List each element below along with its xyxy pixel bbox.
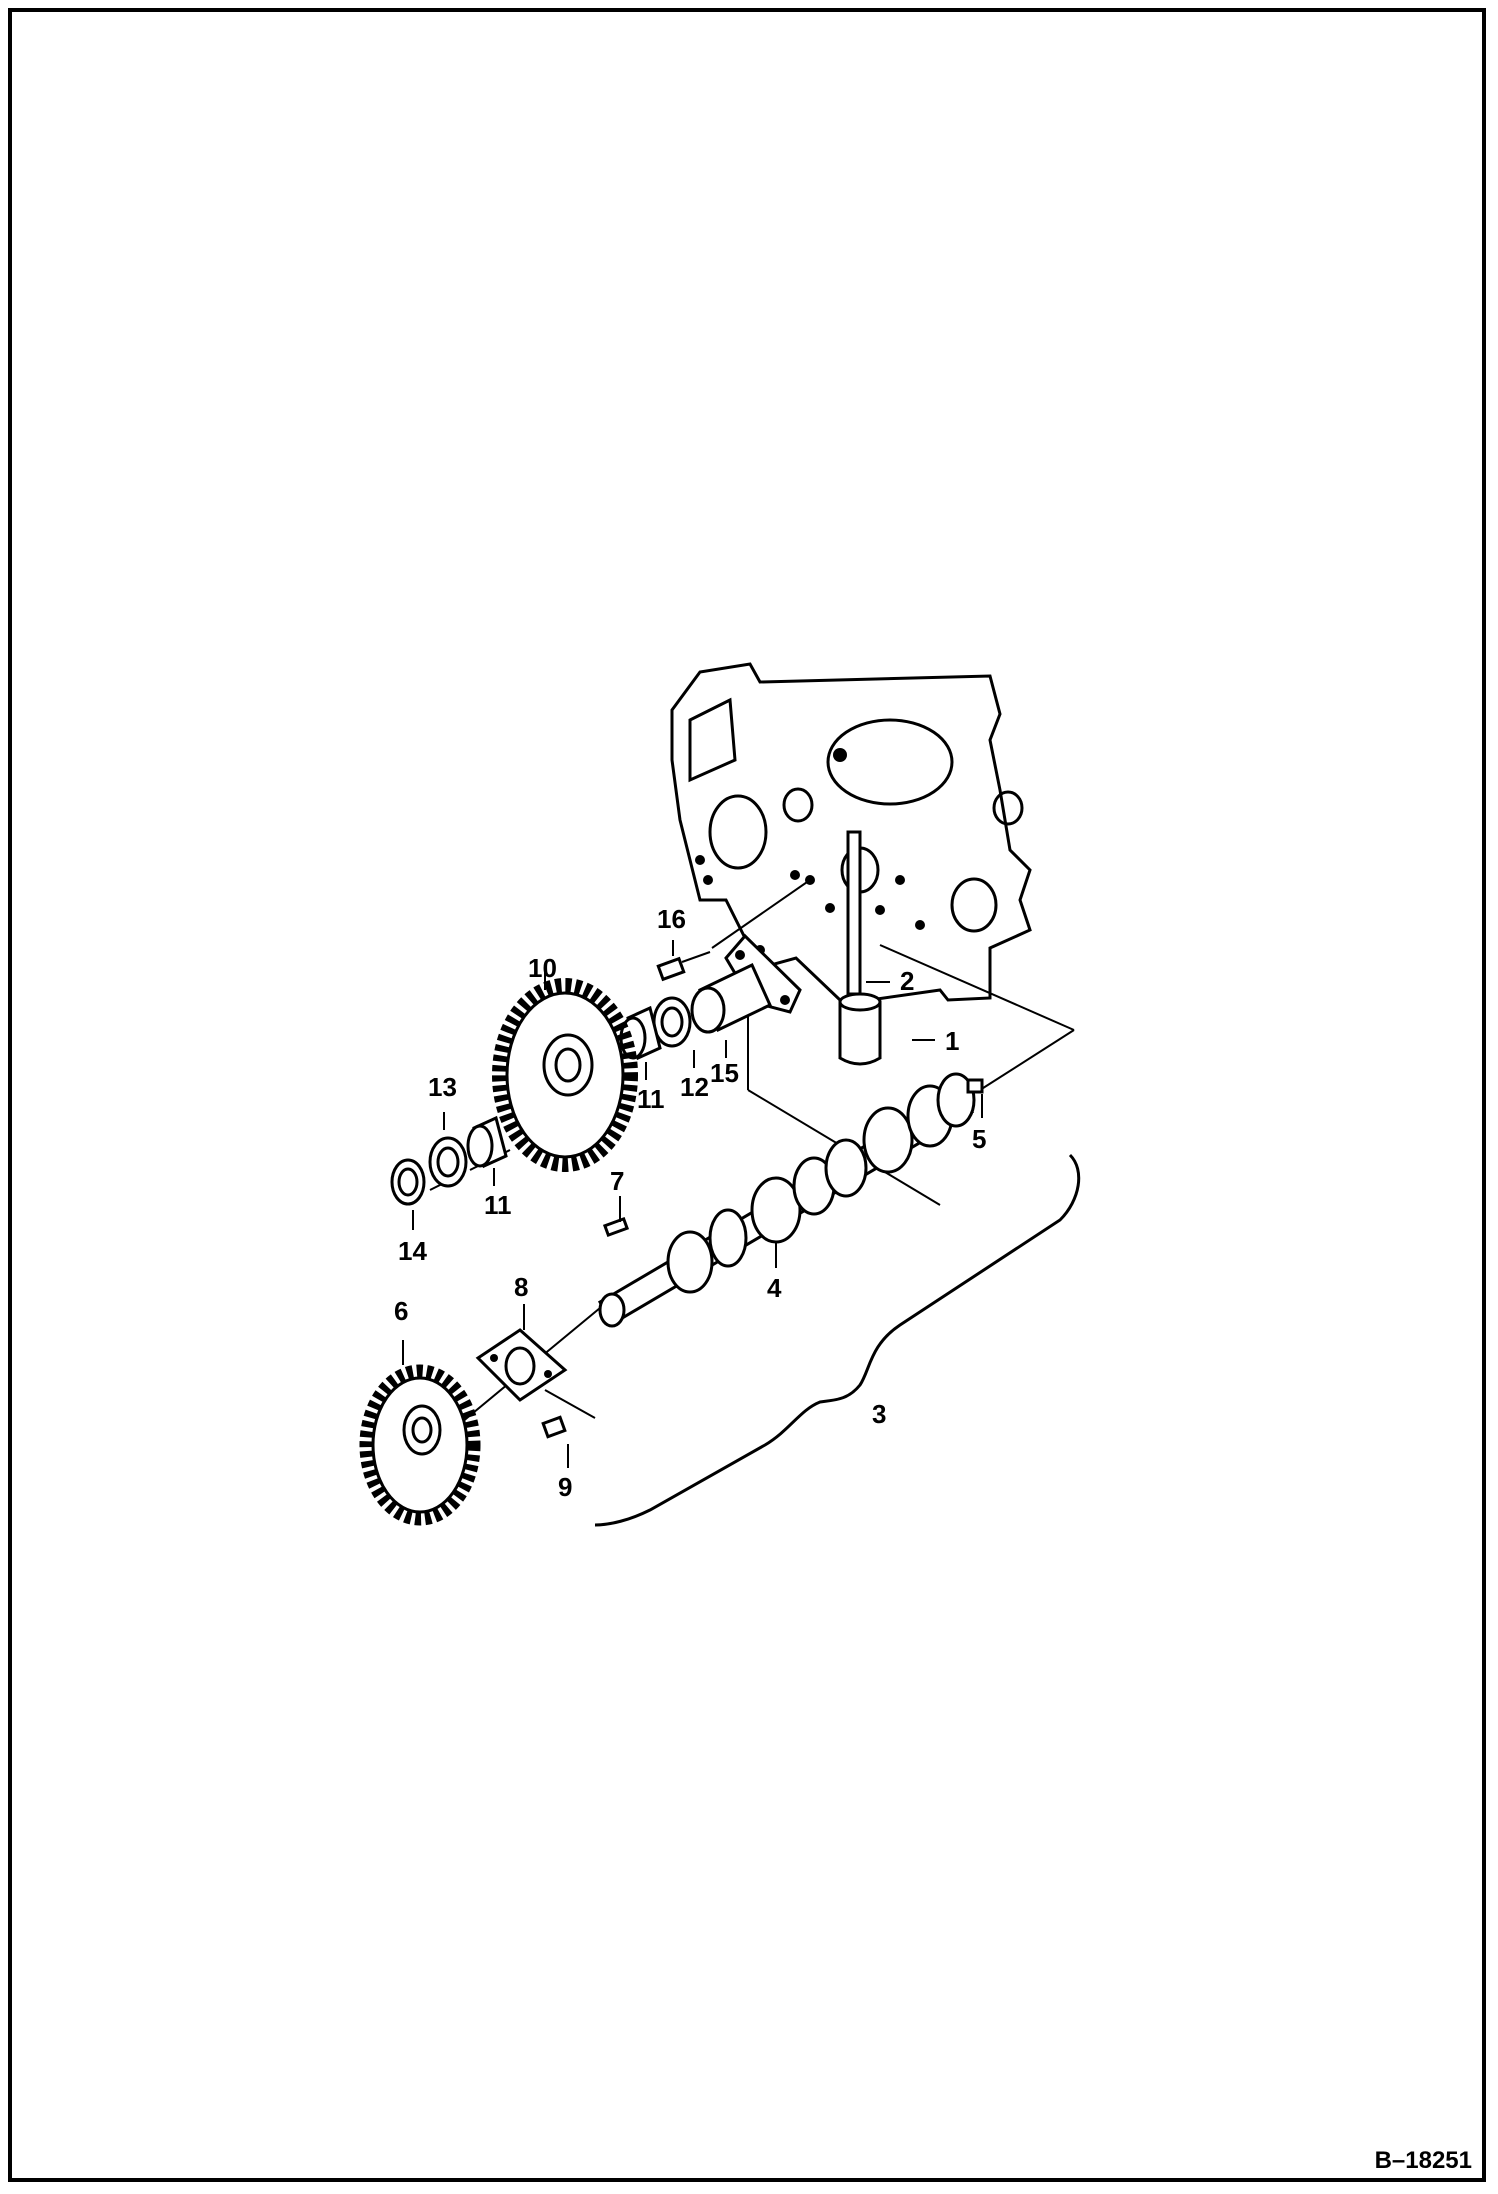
- callout-12: 12: [680, 1072, 709, 1102]
- callout-8: 8: [514, 1272, 528, 1302]
- bolt-9: [541, 1415, 567, 1439]
- callout-6: 6: [394, 1296, 408, 1326]
- callout-4: 4: [767, 1273, 782, 1303]
- plug: [966, 1078, 984, 1094]
- tappet: [838, 992, 882, 1066]
- callout-3: 3: [872, 1399, 886, 1429]
- callout-13: 13: [428, 1072, 457, 1102]
- callout-15: 15: [710, 1058, 739, 1088]
- callout-2: 2: [900, 966, 914, 996]
- callout-14: 14: [398, 1236, 427, 1266]
- drawing-code: B–18251: [1375, 2147, 1472, 2174]
- callout-9: 9: [558, 1472, 572, 1502]
- callout-7: 7: [610, 1166, 624, 1196]
- push-rod: [846, 830, 862, 996]
- callout-1: 1: [945, 1026, 959, 1056]
- page-border: [8, 8, 1486, 2182]
- assembly-brace: [594, 1153, 1081, 1527]
- cam-gear: [359, 1364, 481, 1526]
- callout-10: 10: [528, 953, 557, 983]
- collar: [652, 996, 692, 1048]
- callout-11-upper: 11: [637, 1084, 665, 1114]
- callout-16: 16: [657, 904, 686, 934]
- bushing-lower: [466, 1115, 508, 1169]
- engine-block: [670, 662, 1032, 1002]
- camshaft: [597, 1072, 976, 1328]
- key: [602, 1216, 630, 1238]
- callout-11-lower: 11: [484, 1190, 512, 1220]
- idler-shaft: [690, 933, 802, 1034]
- thrust-plate: [475, 1328, 568, 1402]
- idler-gear: [492, 978, 638, 1172]
- bolt-16: [656, 951, 711, 982]
- thrust-washer: [428, 1136, 468, 1188]
- callout-labels: 1 2 3 4 5 6 7 8 9 10 11 11 12 13 14 15 1…: [394, 904, 986, 1502]
- callout-5: 5: [972, 1124, 986, 1154]
- snap-ring: [390, 1158, 426, 1206]
